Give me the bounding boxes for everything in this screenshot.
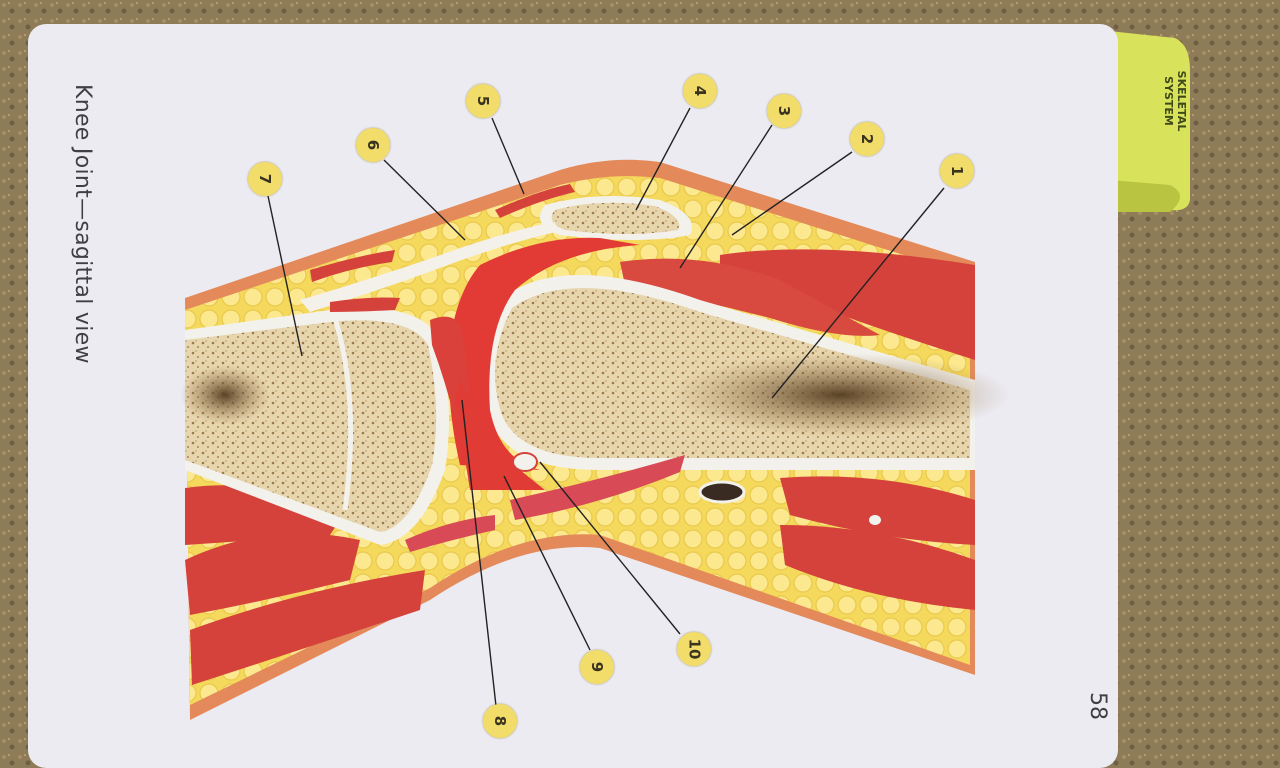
leader-lines xyxy=(267,107,945,707)
prepatellar-bursa xyxy=(495,184,575,218)
tab-label: SKELETAL SYSTEM xyxy=(1162,70,1188,132)
hamstring-muscle-lower xyxy=(780,525,975,610)
femur-marrow-cavity xyxy=(670,353,1010,437)
card-title: Knee Joint—sagittal view xyxy=(70,84,95,364)
callout-10: 10 xyxy=(677,632,711,666)
callout-1-label: 1 xyxy=(948,165,966,177)
callout-6: 6 xyxy=(356,128,390,162)
quadriceps-muscle xyxy=(720,249,975,360)
card-tab-fold xyxy=(1110,180,1180,212)
callout-4-label: 4 xyxy=(691,85,709,97)
callout-2: 2 xyxy=(850,122,884,156)
callout-6-label: 6 xyxy=(364,139,382,151)
cruciate-ligament xyxy=(455,380,545,490)
deep-infrapatellar-bursa xyxy=(330,297,400,312)
posterior-meniscus-band xyxy=(510,455,685,520)
callout-8: 8 xyxy=(483,704,517,738)
popliteal-vessel xyxy=(698,480,746,504)
callout-5: 5 xyxy=(466,84,500,118)
calf-muscle-middle xyxy=(185,533,360,615)
quadriceps-tendon xyxy=(620,258,880,336)
callout-9-label: 9 xyxy=(588,661,606,673)
meniscus xyxy=(512,452,538,472)
popliteal-muscle xyxy=(405,515,495,552)
suprapatellar-bursa xyxy=(310,250,395,282)
popliteal-artery xyxy=(867,513,883,527)
hamstring-muscle-upper xyxy=(780,476,975,545)
patellar-ligament xyxy=(300,222,556,312)
tibia-marrow-cavity xyxy=(180,365,270,425)
callout-7-label: 7 xyxy=(256,173,274,185)
synovial-membrane xyxy=(448,237,640,470)
callout-5-label: 5 xyxy=(474,95,492,107)
calf-muscle-lower xyxy=(190,570,425,685)
tibia-growth-line xyxy=(332,317,354,511)
callout-8-label: 8 xyxy=(491,715,509,727)
callout-7: 7 xyxy=(248,162,282,196)
patella-spongy-bone xyxy=(551,202,680,234)
callout-3-label: 3 xyxy=(775,105,793,117)
callout-9: 9 xyxy=(580,650,614,684)
callout-1: 1 xyxy=(940,154,974,188)
callout-10-label: 10 xyxy=(685,638,703,660)
callout-3: 3 xyxy=(767,94,801,128)
callout-2-label: 2 xyxy=(858,133,876,145)
card-tab xyxy=(1100,30,1190,211)
callout-4: 4 xyxy=(683,74,717,108)
page-number: 58 xyxy=(1085,692,1110,720)
